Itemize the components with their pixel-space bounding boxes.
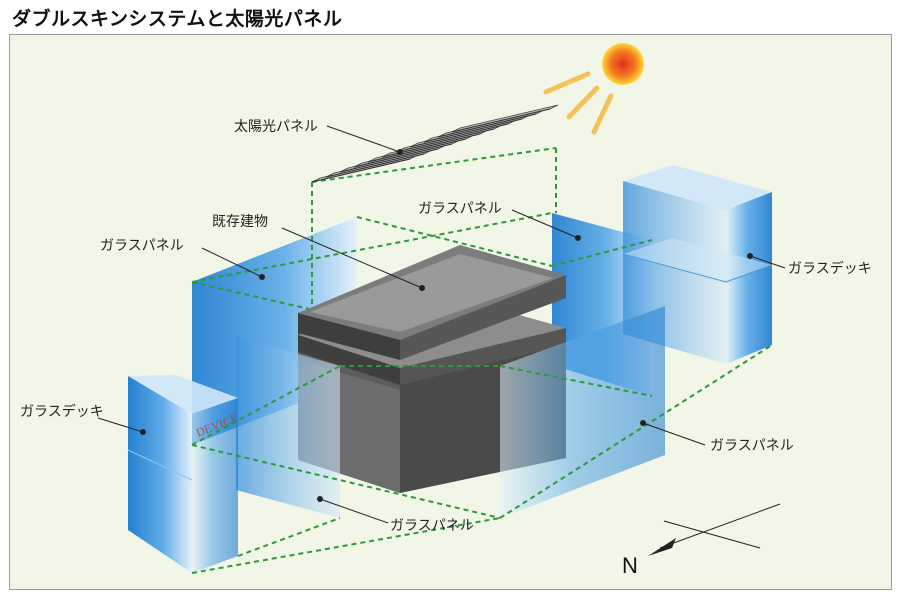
label-glass-panel-right: ガラスパネル bbox=[710, 438, 794, 454]
solar-panel-slat-edge bbox=[368, 139, 466, 162]
glass-deck-left: DEVICE bbox=[128, 375, 240, 573]
solar-panel-slat-edge bbox=[340, 149, 438, 172]
label-solar-panel: 太陽光パネル bbox=[234, 119, 318, 135]
solar-panel-slat-edge bbox=[438, 114, 536, 137]
label-glass-panel-left: ガラスパネル bbox=[100, 238, 184, 254]
solar-panel-slat-edge bbox=[424, 119, 522, 142]
label-glass-deck-left: ガラスデッキ bbox=[20, 403, 104, 420]
sun-icon bbox=[546, 43, 644, 132]
solar-panel-array bbox=[312, 105, 558, 182]
solar-panel-slat-edge bbox=[410, 124, 508, 147]
compass-icon bbox=[648, 504, 780, 556]
solar-panel-slat-edge bbox=[452, 109, 550, 132]
label-glass-panel-bottom: ガラスパネル bbox=[390, 518, 474, 534]
solar-panel-slat-edge bbox=[382, 134, 480, 157]
label-glass-panel-top: ガラスパネル bbox=[418, 201, 502, 217]
north-label: N bbox=[622, 553, 638, 578]
glass-panel-front-left bbox=[236, 336, 340, 518]
label-existing-building: 既存建物 bbox=[212, 214, 268, 230]
solar-panel-slat-edge bbox=[396, 129, 494, 152]
label-glass-deck-right: ガラスデッキ bbox=[788, 260, 872, 277]
